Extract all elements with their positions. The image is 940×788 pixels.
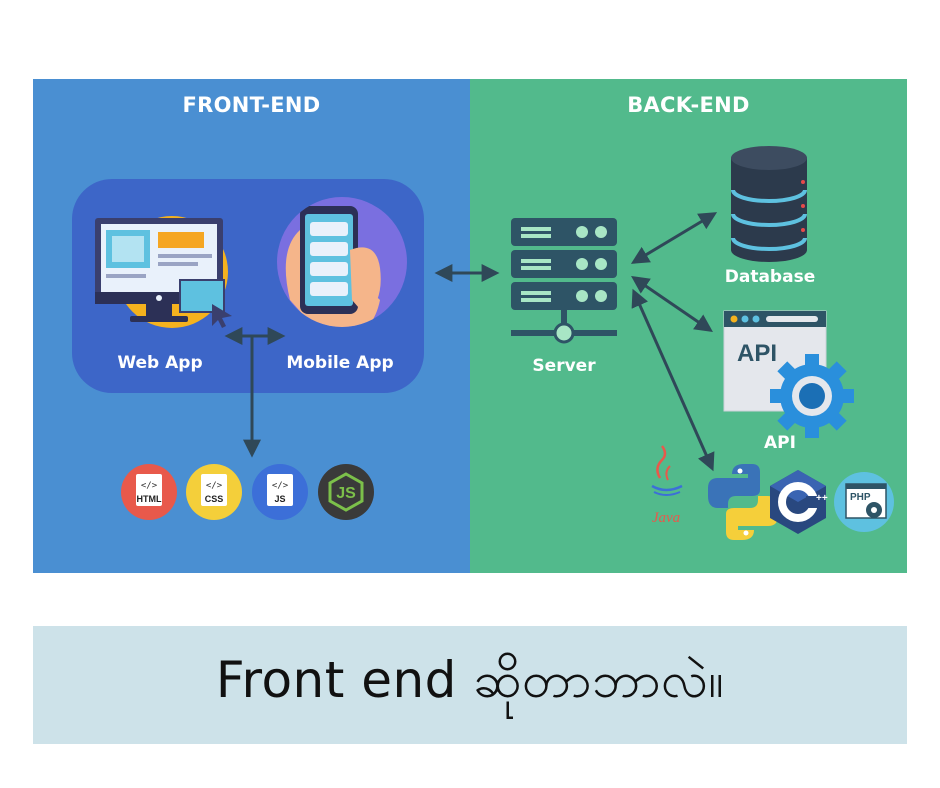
frontend-title: FRONT-END	[182, 93, 321, 117]
code-glyph: </>	[141, 481, 158, 491]
server-label: Server	[532, 356, 596, 376]
mobile-app-label: Mobile App	[286, 353, 394, 373]
caption-band: Front end ဆိုတာဘာလဲ။	[33, 626, 907, 744]
java-icon: Java	[651, 445, 683, 526]
cplusplus-icon: ++	[770, 470, 828, 534]
php-icon: PHP	[834, 472, 894, 532]
web-app-label: Web App	[117, 353, 203, 373]
frontend-tech-icons: </> HTML </> CSS </> JS JS	[121, 464, 374, 520]
php-label: PHP	[850, 492, 871, 503]
tech-label: JS	[336, 485, 356, 502]
mobile-app-icon	[277, 197, 407, 327]
code-glyph: </>	[272, 481, 289, 491]
js-icon: </> JS	[252, 464, 308, 520]
python-icon	[708, 464, 778, 540]
caption-text: Front end ဆိုတာဘာလဲ။	[215, 650, 725, 709]
database-icon	[731, 146, 807, 262]
api-icon: API	[723, 310, 854, 438]
html-icon: </> HTML	[121, 464, 177, 520]
api-window-text: API	[737, 340, 777, 367]
web-app-icon	[95, 216, 232, 328]
nodejs-icon: JS	[318, 464, 374, 520]
code-glyph: </>	[206, 481, 223, 491]
database-label: Database	[724, 267, 816, 287]
svg-text:++: ++	[816, 493, 828, 504]
backend-title: BACK-END	[627, 93, 750, 117]
tech-label: HTML	[137, 494, 162, 504]
backend-panel: BACK-END	[470, 79, 907, 573]
tech-label: CSS	[205, 494, 224, 504]
css-icon: </> CSS	[186, 464, 242, 520]
java-label: Java	[652, 510, 680, 526]
api-label: API	[764, 433, 796, 453]
server-icon	[511, 218, 617, 344]
tech-label: JS	[274, 494, 285, 504]
